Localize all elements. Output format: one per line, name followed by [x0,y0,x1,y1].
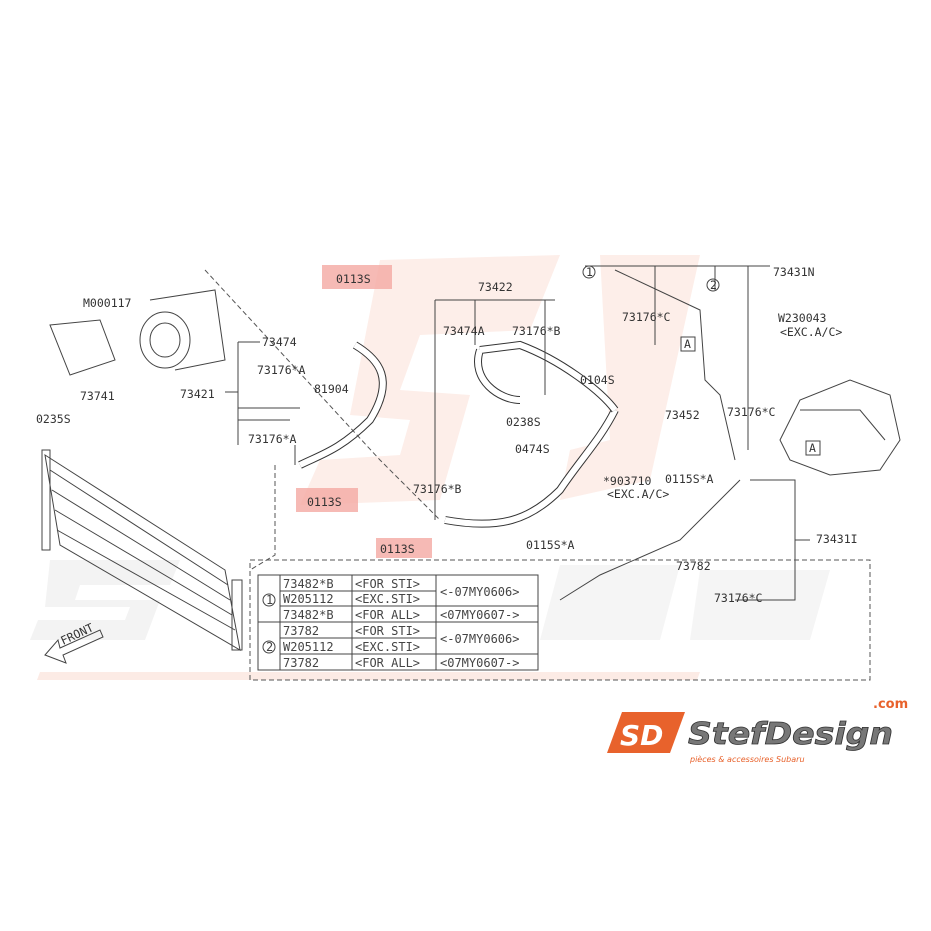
table-part: W205112 [283,640,334,654]
label-73176a: 73176*A [248,432,297,446]
label-73176c: 73176*C [622,310,671,324]
label-exc-ac: <EXC.A/C> [607,487,669,501]
label-0113s: 0113S [380,542,415,556]
label-0474s: 0474S [515,442,550,456]
label-ref-a: A [809,441,816,455]
leader-lines [204,265,871,681]
label-73176b: 73176*B [413,482,462,496]
table-part: 73482*B [283,608,334,622]
table-part: 73482*B [283,577,334,591]
label-73452: 73452 [665,408,700,422]
table-period: <07MY0607-> [440,608,519,622]
label-0113s: 0113S [336,272,371,286]
table-cond: <FOR STI> [355,577,420,591]
ref-box-a-1 [680,336,696,352]
table-period: <07MY0607-> [440,656,519,670]
label-73431n: 73431N [773,265,815,279]
label-circle-2: 2 [710,278,717,292]
label-73176b: 73176*B [512,324,561,338]
compressor-drawing [49,289,226,376]
highlight-0113s-bottom [376,538,432,558]
label-73741: 73741 [80,389,115,403]
table-cond: <FOR ALL> [355,656,420,670]
label-73421: 73421 [180,387,215,401]
table-mark-1 [262,593,276,607]
label-73474: 73474 [262,335,297,349]
label-0113s: 0113S [307,495,342,509]
car-drawing [779,379,901,476]
table-cond: <FOR ALL> [355,608,420,622]
table-mark-2-label: 2 [266,640,273,654]
table-part: 73782 [283,624,319,638]
ref-box-a-2 [805,440,821,456]
label-0104s: 0104S [580,373,615,387]
highlight-0113s-mid [296,488,358,512]
label-73474a: 73474A [443,324,485,338]
table-mark-2 [262,640,276,654]
label-m000117: M000117 [83,296,132,310]
label-73176c: 73176*C [727,405,776,419]
logo-brand: StefDesign [688,717,893,752]
label-73431i: 73431I [816,532,858,546]
label-w230043: W230043 [778,311,827,325]
logo-tagline: pièces & accessoires Subaru [689,754,805,764]
variant-table: 1 2 73482*B <FOR STI> <-07MY0606> W20511… [257,574,539,671]
label-73782: 73782 [676,559,711,573]
table-period: <-07MY0606> [440,632,519,646]
label-ref-a: A [684,337,691,351]
table-cond: <EXC.STI> [355,592,420,606]
label-73422: 73422 [478,280,513,294]
stefdesign-logo: SD StefDesign .com pièces & accessoires … [607,697,908,764]
table-cond: <FOR STI> [355,624,420,638]
label-73176a: 73176*A [257,363,306,377]
label-0115sa: 0115S*A [526,538,575,552]
label-0238s: 0238S [506,415,541,429]
table-part: W205112 [283,592,334,606]
label-0235s: 0235S [36,412,71,426]
ref-circle-1 [582,265,596,279]
condenser-drawing [41,449,243,651]
label-81904: 81904 [314,382,349,396]
table-cond: <EXC.STI> [355,640,420,654]
logo-mark: SD [620,719,663,752]
label-circle-1: 1 [586,265,593,279]
highlight-0113s-top [322,265,392,289]
watermark [30,255,830,680]
ref-circle-2 [706,278,720,292]
label-exc-ac: <EXC.A/C> [780,325,842,339]
part-labels: 0113S 0113S 0113S M000117 73741 0235S 73… [36,265,858,648]
table-part: 73782 [283,656,319,670]
label-73176c: 73176*C [714,591,763,605]
logo-tld: .com [873,697,908,712]
label-0115sa: 0115S*A [665,472,714,486]
hoses [298,269,741,601]
table-mark-1-label: 1 [266,593,273,607]
front-arrow-icon [44,629,104,664]
label-903710: *903710 [603,474,652,488]
table-period: <-07MY0606> [440,585,519,599]
